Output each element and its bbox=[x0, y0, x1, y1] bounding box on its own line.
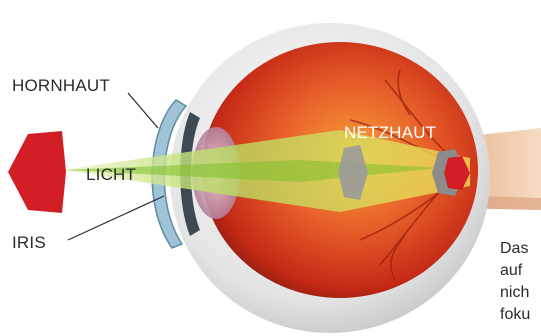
light-label: LICHT bbox=[86, 166, 136, 183]
description-line: foku bbox=[500, 304, 541, 326]
cornea-label: HORNHAUT bbox=[12, 77, 110, 94]
description-line: Das bbox=[500, 238, 541, 260]
description-line: auf bbox=[500, 260, 541, 282]
description-text: Das auf nich foku bbox=[500, 238, 541, 326]
retina-label: NETZHAUT bbox=[344, 124, 436, 141]
description-line: nich bbox=[500, 282, 541, 304]
object-shape bbox=[8, 131, 66, 213]
iris-label: IRIS bbox=[12, 234, 46, 251]
iris-leader-line bbox=[68, 196, 164, 240]
cornea-leader-line bbox=[128, 93, 158, 128]
